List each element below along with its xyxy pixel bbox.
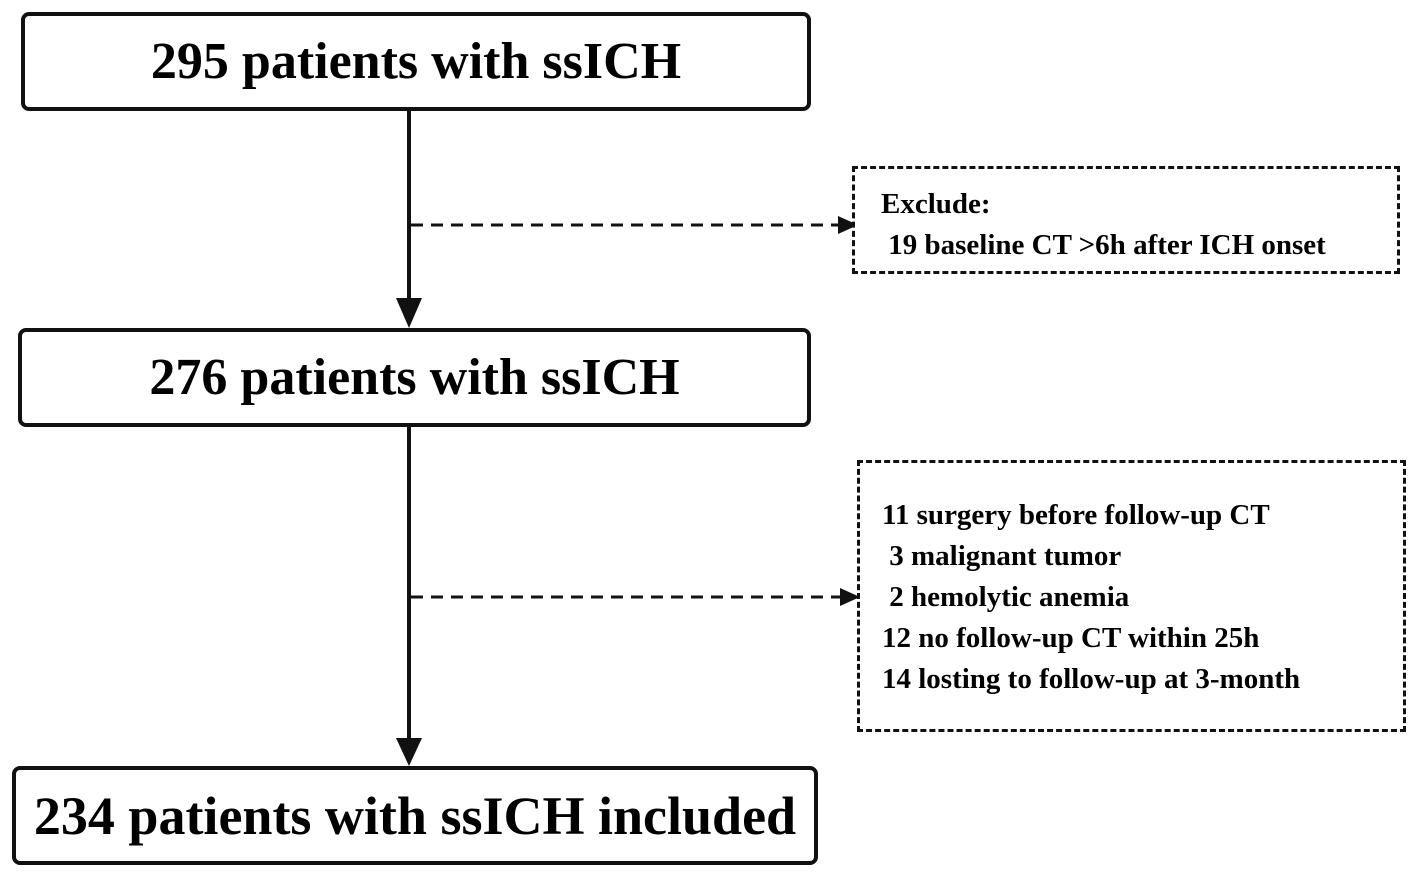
flow-box-after-first-exclusion-label: 276 patients with ssICH [149, 348, 680, 406]
flow-box-final-cohort-label: 234 patients with ssICH included [33, 785, 797, 846]
flow-box-final-cohort: 234 patients with ssICH included [12, 766, 818, 865]
flow-box-initial-cohort: 295 patients with ssICH [21, 12, 811, 111]
exclusion-item: 19 baseline CT >6h after ICH onset [881, 229, 1326, 261]
exclusion-item: 14 losting to follow-up at 3-month [882, 663, 1301, 695]
main-flow-arrowhead-2 [396, 738, 422, 766]
exclusion-item: 11 surgery before follow-up CT [882, 499, 1270, 531]
flow-box-after-first-exclusion: 276 patients with ssICH [18, 328, 811, 427]
exclusion-item: 3 malignant tumor [882, 540, 1122, 572]
exclusion-arrowhead-1 [838, 216, 858, 234]
flow-box-initial-cohort-label: 295 patients with ssICH [150, 32, 682, 90]
exclusion-arrowhead-2 [840, 588, 860, 606]
exclusion-heading: Exclude: [881, 188, 991, 220]
main-flow-arrowhead-1 [396, 298, 422, 328]
exclusion-box-1: Exclude: 19 baseline CT >6h after ICH on… [852, 166, 1400, 274]
exclusion-item: 12 no follow-up CT within 25h [882, 622, 1260, 654]
exclusion-box-2: 11 surgery before follow-up CT 3 maligna… [857, 460, 1406, 732]
exclusion-item: 2 hemolytic anemia [882, 581, 1130, 613]
